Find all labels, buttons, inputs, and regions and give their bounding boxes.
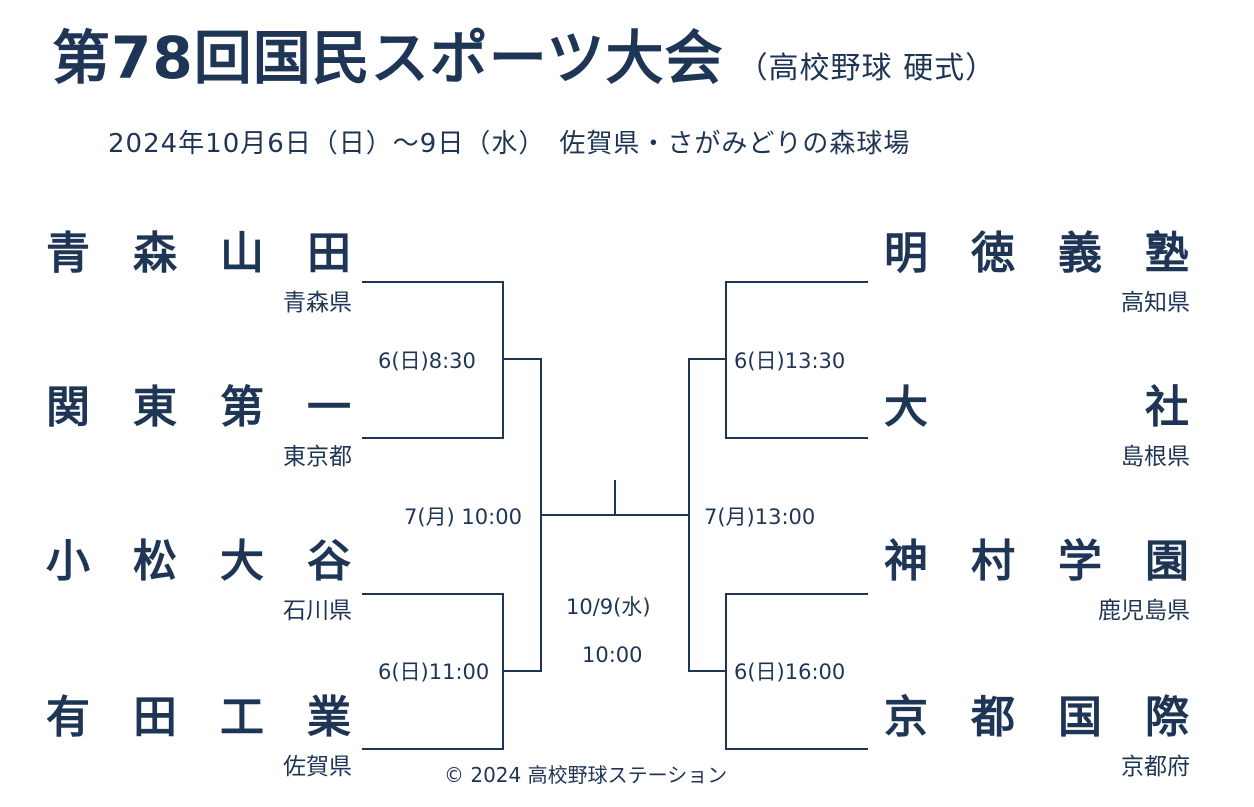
match-time-right-top: 6(日)13:30 — [734, 349, 846, 373]
bracket-line — [362, 281, 504, 283]
team-pref-right-3: 鹿児島県 — [1098, 598, 1190, 624]
bracket-line — [725, 281, 868, 283]
team-pref-left-4: 佐賀県 — [283, 754, 352, 780]
bracket-line — [502, 670, 542, 672]
bracket-line — [725, 748, 868, 750]
team-pref-right-1: 高知県 — [1121, 290, 1190, 316]
title-subtitle: （高校野球 硬式） — [737, 51, 997, 86]
team-pref-right-4: 京都府 — [1121, 754, 1190, 780]
page-title: 第78回国民スポーツ大会 （高校野球 硬式） — [52, 18, 996, 109]
date-venue: 2024年10月6日（日）～9日（水） 佐賀県・さがみどりの森球場 — [108, 129, 911, 159]
match-time-right-bottom: 6(日)16:00 — [734, 660, 846, 684]
bracket-line — [688, 670, 727, 672]
bracket-line — [688, 358, 690, 672]
team-pref-right-2: 島根県 — [1121, 444, 1190, 470]
bracket-line — [688, 358, 727, 360]
semifinal-time-right: 7(月)13:00 — [704, 505, 816, 529]
final-time: 10:00 — [582, 643, 643, 667]
team-name-left-4: 有田工業 — [46, 692, 351, 743]
bracket-line — [502, 358, 542, 360]
bracket-line — [725, 593, 868, 595]
final-date: 10/9(水) — [566, 595, 651, 619]
bracket-line — [502, 281, 504, 439]
team-name-right-1: 明徳義塾 — [884, 228, 1189, 279]
team-name-left-2: 関東第一 — [46, 382, 351, 433]
bracket-line — [725, 281, 727, 439]
bracket-line — [362, 593, 504, 595]
match-time-left-bottom: 6(日)11:00 — [378, 660, 490, 684]
champion-line — [614, 480, 616, 516]
team-name-right-2: 大社 — [884, 382, 1189, 433]
bracket-line — [362, 437, 504, 439]
team-pref-left-3: 石川県 — [283, 598, 352, 624]
team-pref-left-2: 東京都 — [283, 444, 352, 470]
team-name-left-3: 小松大谷 — [46, 536, 351, 587]
title-main: 第78回国民スポーツ大会 — [52, 24, 724, 92]
bracket-line — [725, 437, 868, 439]
semifinal-time-left: 7(月) 10:00 — [404, 505, 522, 529]
team-pref-left-1: 青森県 — [283, 290, 352, 316]
team-name-right-4: 京都国際 — [884, 692, 1189, 743]
team-name-right-3: 神村学園 — [884, 536, 1189, 587]
match-time-left-top: 6(日)8:30 — [378, 349, 476, 373]
copyright: © 2024 高校野球ステーション — [444, 763, 728, 787]
bracket-line — [362, 748, 504, 750]
team-name-left-1: 青森山田 — [46, 228, 351, 279]
